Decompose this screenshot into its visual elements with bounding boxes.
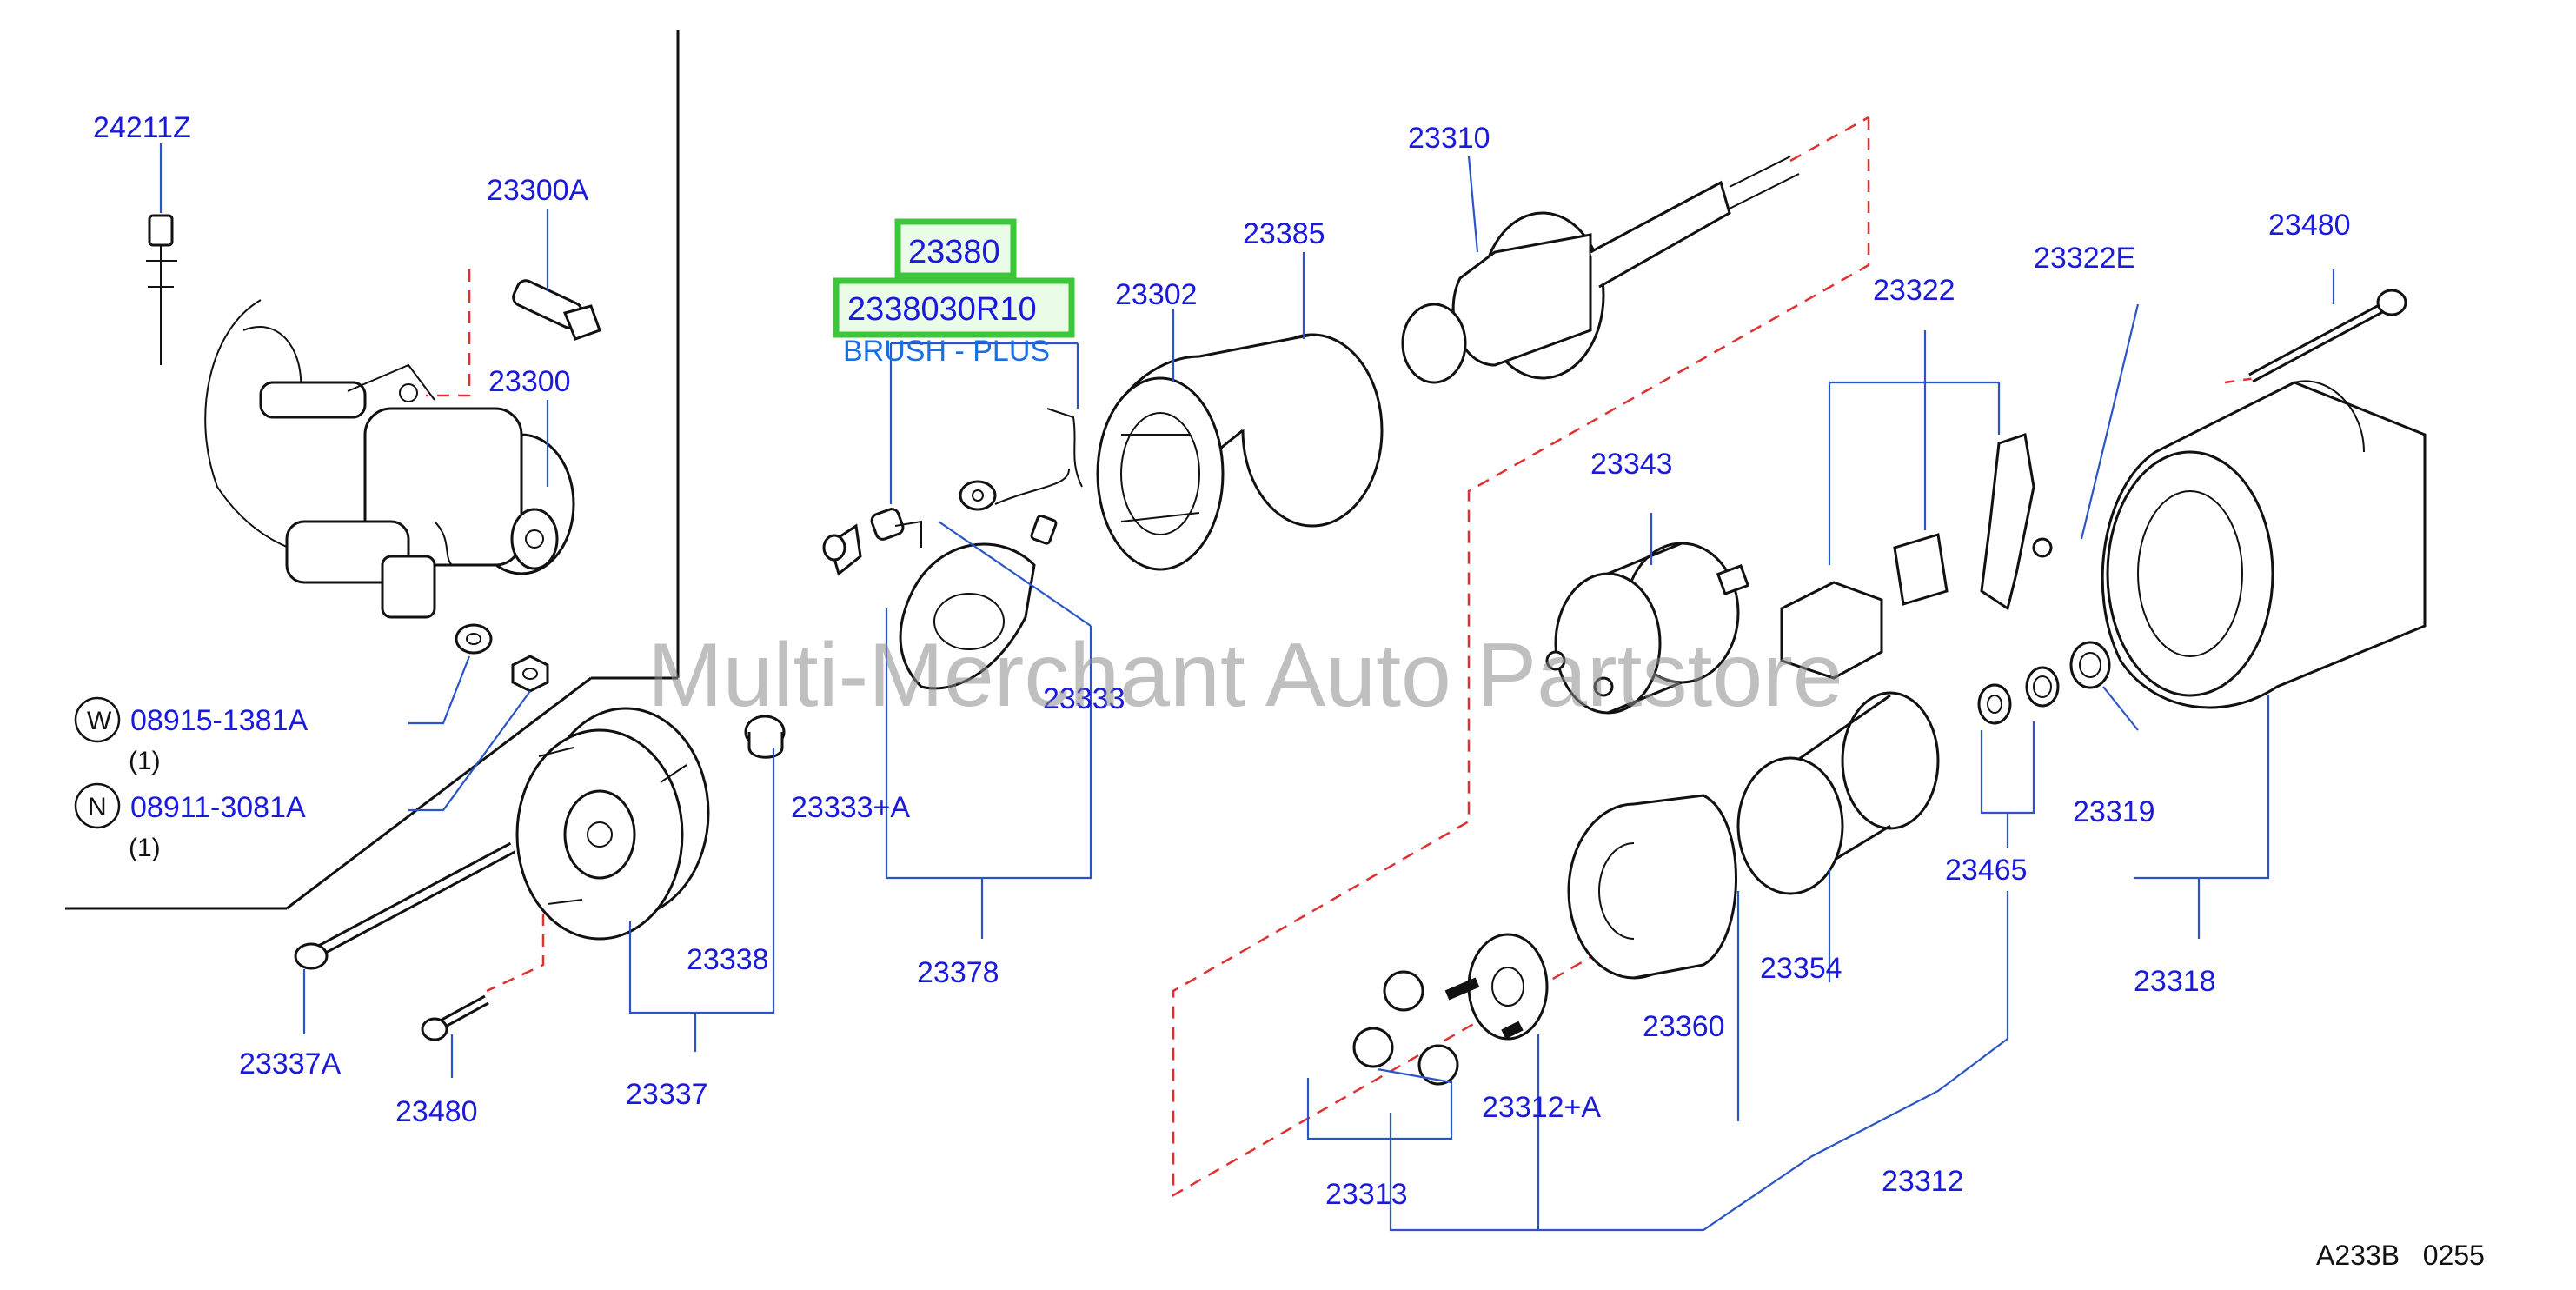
part-label-23322e[interactable]: 23322E	[2034, 242, 2135, 275]
washers-drawing	[1977, 641, 2111, 725]
through-bolt-drawing	[294, 841, 516, 970]
shift-lever-drawing	[1780, 433, 2053, 680]
highlight-box-2338030r10	[833, 277, 1075, 338]
part-label-23322[interactable]: 23322	[1873, 274, 1955, 307]
washer-quantity: (1)	[129, 747, 161, 775]
bushing-23338-drawing	[744, 715, 786, 759]
part-label-23319[interactable]: 23319	[2073, 795, 2155, 828]
part-label-23310[interactable]: 23310	[1408, 122, 1490, 155]
clutch-drawing	[1567, 691, 1940, 980]
yoke-drawing	[1096, 333, 1384, 571]
part-label-23300[interactable]: 23300	[488, 365, 571, 398]
part-label-23343[interactable]: 23343	[1590, 448, 1673, 481]
part-label-23385[interactable]: 23385	[1243, 217, 1325, 250]
part-label-23354[interactable]: 23354	[1760, 952, 1842, 985]
watermark: Multi-Merchant Auto Partstore	[647, 625, 1843, 726]
part-label-23338[interactable]: 23338	[687, 943, 769, 976]
part-label-23480-top[interactable]: 23480	[2268, 209, 2351, 242]
part-label-23337a[interactable]: 23337A	[239, 1047, 342, 1081]
part-label-23302[interactable]: 23302	[1115, 278, 1198, 311]
part-label-23300a[interactable]: 23300A	[487, 174, 589, 207]
part-label-23333[interactable]: 23333	[1043, 682, 1125, 715]
part-label-24211z[interactable]: 24211Z	[93, 111, 191, 144]
part-label-23465[interactable]: 23465	[1945, 854, 2028, 887]
part-label-23333a[interactable]: 23333+A	[791, 791, 910, 824]
washer-mark-circle	[74, 696, 121, 743]
nut-callout: N 08911-3081A (1)	[74, 782, 306, 862]
bolt-23300a-drawing	[512, 279, 601, 341]
part-label-23318[interactable]: 23318	[2134, 965, 2216, 998]
washer-nut-drawing	[455, 623, 549, 693]
brush-plate-drawing	[822, 508, 1036, 690]
nut-mark: N	[88, 793, 107, 821]
diagram-code: A233B 0255	[2316, 1240, 2485, 1271]
screw-bottom-drawing	[421, 994, 489, 1041]
part-label-23313[interactable]: 23313	[1325, 1178, 1408, 1211]
starter-assembly-drawing	[204, 299, 575, 619]
part-label-washer[interactable]: 08915-1381A	[130, 704, 309, 737]
washer-callout: W 08915-1381A (1)	[74, 696, 309, 775]
part-label-2338030r10[interactable]: 2338030R10	[847, 291, 1037, 328]
leader-lines	[159, 143, 2335, 1232]
nut-quantity: (1)	[129, 834, 161, 862]
washer-mark: W	[87, 707, 112, 735]
nut-mark-circle	[74, 782, 121, 829]
part-label-23337[interactable]: 23337	[626, 1078, 708, 1111]
planetary-drawing	[1352, 933, 1549, 1086]
part-label-23378[interactable]: 23378	[917, 956, 999, 989]
part-label-23360[interactable]: 23360	[1643, 1010, 1725, 1043]
inset-frame	[65, 30, 680, 910]
part-label-23480-bottom[interactable]: 23480	[395, 1095, 478, 1128]
highlight-box-23380	[894, 218, 1017, 279]
rear-housing-drawing	[515, 707, 710, 941]
part-label-23312a[interactable]: 23312+A	[1482, 1091, 1601, 1124]
clip-24211z-drawing	[146, 214, 177, 365]
part-label-nut[interactable]: 08911-3081A	[130, 791, 306, 824]
brush-23380-drawing	[959, 408, 1083, 545]
armature-drawing	[1401, 156, 1800, 384]
solenoid-drawing	[1545, 542, 1750, 715]
part-label-23380[interactable]: 23380	[908, 234, 1000, 270]
part-description-brush-plus: BRUSH - PLUS	[843, 335, 1050, 368]
part-label-23312[interactable]: 23312	[1882, 1165, 1964, 1198]
front-housing-drawing	[2101, 289, 2427, 709]
